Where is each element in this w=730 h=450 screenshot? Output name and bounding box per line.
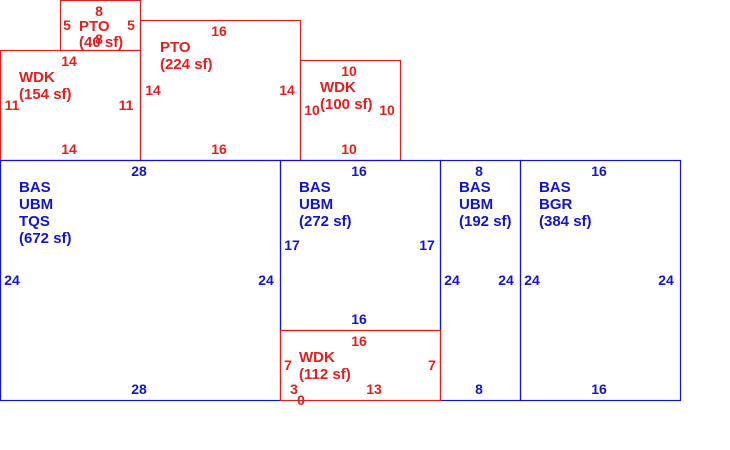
dimension-right: 11 <box>119 97 134 113</box>
area-label-line: (224 sf) <box>160 56 213 73</box>
dimension-bottom: 16 <box>351 311 367 327</box>
area-label-line: BAS <box>459 179 491 196</box>
dimension-bottom: 14 <box>61 141 77 157</box>
area-label-line: (384 sf) <box>539 213 592 230</box>
area-label-line: WDK <box>320 79 356 96</box>
dimension-right: 7 <box>428 357 436 373</box>
area-label-line: (272 sf) <box>299 213 352 230</box>
area-label-line: PTO <box>160 39 191 56</box>
area-label-line: WDK <box>19 69 55 86</box>
dimension-bottom: 8 <box>475 381 483 397</box>
dimension-corner_b: 0 <box>297 392 305 408</box>
area-wdk-bottom-outline <box>279 329 442 402</box>
area-label-line: (154 sf) <box>19 86 72 103</box>
dimension-bottom: 8 <box>95 31 103 47</box>
dimension-left: 14 <box>145 82 161 98</box>
area-wdk-mid-label: WDK(100 sf) <box>320 79 373 113</box>
dimension-top: 8 <box>475 163 483 179</box>
dimension-top: 16 <box>591 163 607 179</box>
dimension-bottom: 16 <box>211 141 227 157</box>
dimension-top: 28 <box>131 163 147 179</box>
area-label-line: UBM <box>19 196 53 213</box>
dimension-left: 17 <box>284 237 300 253</box>
dimension-corner_a: 3 <box>290 381 298 397</box>
dimension-left: 24 <box>4 272 20 288</box>
dimension-left: 7 <box>284 357 292 373</box>
dimension-right: 24 <box>658 272 674 288</box>
area-label-line: WDK <box>299 349 335 366</box>
area-label-line: BGR <box>539 196 573 213</box>
dimension-left: 11 <box>5 97 20 113</box>
area-label-line: (100 sf) <box>320 96 373 113</box>
area-label-line: BAS <box>539 179 571 196</box>
area-pto-small-label: PTO(40 sf) <box>79 18 123 51</box>
dimension-left: 24 <box>444 272 460 288</box>
dimension-top: 16 <box>351 163 367 179</box>
area-label-line: TQS <box>19 213 50 230</box>
dimension-left: 10 <box>304 102 320 118</box>
area-label-line: (672 sf) <box>19 230 72 247</box>
area-label-line: UBM <box>459 196 493 213</box>
dimension-bottom: 16 <box>591 381 607 397</box>
area-label-line: PTO <box>79 18 110 35</box>
dimension-bottom: 10 <box>341 141 357 157</box>
dimension-right: 24 <box>498 272 514 288</box>
dimension-right: 17 <box>419 237 435 253</box>
dimension-bottom: 13 <box>366 381 382 397</box>
dimension-right: 14 <box>279 82 295 98</box>
area-wdk-left-label: WDK(154 sf) <box>19 69 72 103</box>
area-label-line: BAS <box>299 179 331 196</box>
area-label-line: UBM <box>299 196 333 213</box>
dimension-top: 16 <box>351 333 367 349</box>
dimension-right: 5 <box>127 17 135 33</box>
dimension-top: 8 <box>95 3 103 19</box>
dimension-top: 10 <box>341 63 357 79</box>
area-pto-large-label: PTO(224 sf) <box>160 39 213 73</box>
dimension-top: 16 <box>211 23 227 39</box>
area-label-line: (112 sf) <box>299 366 351 383</box>
dimension-left: 5 <box>63 17 71 33</box>
area-label-line: (192 sf) <box>459 213 512 230</box>
dimension-top: 14 <box>61 53 77 69</box>
area-label-line: BAS <box>19 179 51 196</box>
dimension-bottom: 28 <box>131 381 147 397</box>
area-label-line: (40 sf) <box>79 34 123 51</box>
dimension-right: 10 <box>379 102 395 118</box>
area-bas-bgr-outline <box>519 159 682 402</box>
dimension-right: 24 <box>258 272 274 288</box>
dimension-left: 24 <box>524 272 540 288</box>
area-wdk-bottom-label: WDK(112 sf) <box>299 349 351 383</box>
